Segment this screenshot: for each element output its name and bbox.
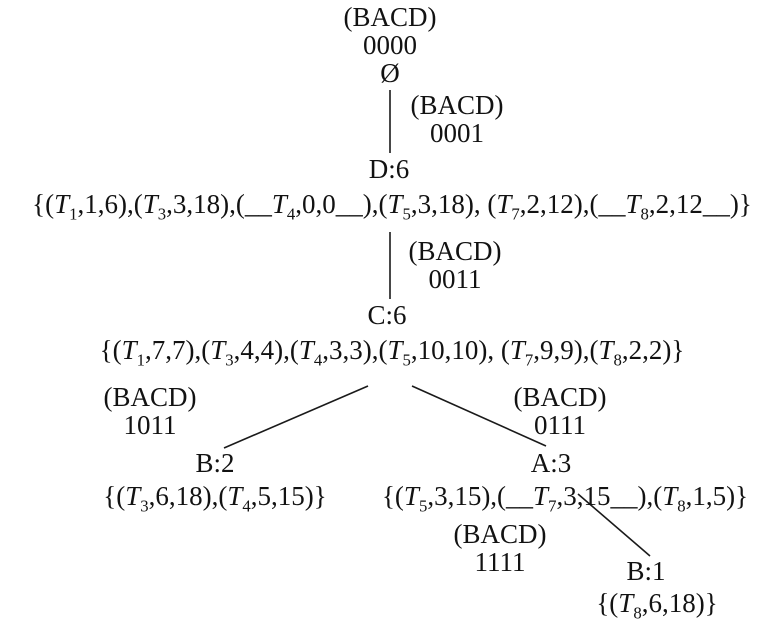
node-b2-tidset: {(T3,6,18),(T4,5,15)} bbox=[103, 481, 327, 516]
edge-line-a3-b1 bbox=[577, 493, 651, 557]
edge-label-a3-b1: (BACD) 1111 bbox=[454, 520, 547, 576]
node-a3-tidset: {(T5,3,15),(__T7,3,15__),(T8,1,5)} bbox=[381, 481, 749, 516]
edge-bitmap-label: (BACD) bbox=[408, 236, 502, 266]
edge-bitmap-label: (BACD) bbox=[513, 382, 607, 412]
edge-bitmap-label: (BACD) bbox=[410, 90, 504, 120]
node-c-tidset: {(T1,7,7),(T3,4,4),(T4,3,3),(T5,10,10), … bbox=[99, 335, 685, 370]
root-bitmap-label: (BACD) bbox=[343, 2, 437, 32]
edge-bitmap-label: (BACD) bbox=[103, 382, 197, 412]
edge-bitmap-code: 0111 bbox=[534, 410, 586, 440]
edge-line-c-b2 bbox=[223, 385, 369, 449]
node-a3-label: A:3 bbox=[530, 448, 572, 478]
edge-bitmap-code: 0001 bbox=[430, 118, 484, 148]
node-d-tidset: {(T1,1,6),(T3,3,18),(__T4,0,0__),(T5,3,1… bbox=[32, 189, 752, 224]
edge-line-c-a3 bbox=[411, 385, 547, 447]
root-label: Ø bbox=[380, 58, 400, 88]
node-b1-tidset: {(T8,6,18)} bbox=[596, 588, 718, 623]
edge-label-c-a3: (BACD) 0111 bbox=[514, 383, 607, 439]
edge-bitmap-label: (BACD) bbox=[453, 519, 547, 549]
edge-label-d-c: (BACD) 0011 bbox=[409, 237, 502, 293]
node-d-label: D:6 bbox=[368, 154, 410, 184]
edge-label-root-d: (BACD) 0001 bbox=[411, 91, 504, 147]
node-b1-label: B:1 bbox=[626, 556, 666, 586]
edge-bitmap-code: 1111 bbox=[474, 547, 526, 577]
edge-label-c-b2: (BACD) 1011 bbox=[104, 383, 197, 439]
edge-bitmap-code: 0011 bbox=[428, 264, 482, 294]
node-b2-label: B:2 bbox=[195, 448, 235, 478]
node-c-label: C:6 bbox=[367, 300, 407, 330]
root-bitmap-code: 0000 bbox=[363, 30, 417, 60]
edge-bitmap-code: 1011 bbox=[123, 410, 177, 440]
root-node: (BACD) 0000 Ø bbox=[344, 3, 437, 87]
